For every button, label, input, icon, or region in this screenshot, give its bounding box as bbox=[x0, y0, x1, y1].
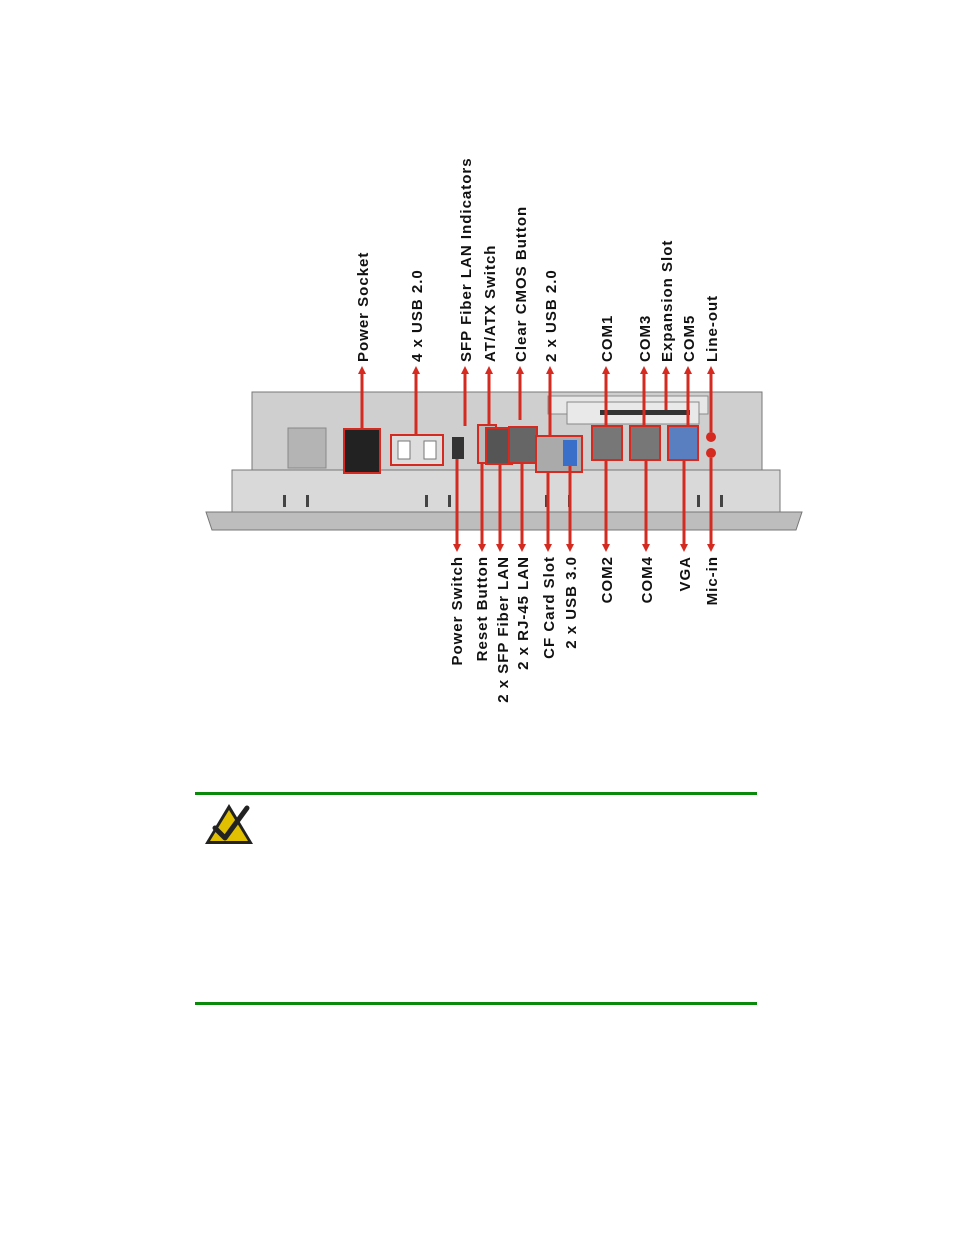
label-2x-usb-2: 2 x USB 2.0 bbox=[543, 269, 560, 362]
label-2x-rj45-lan: 2 x RJ-45 LAN bbox=[515, 556, 532, 670]
device-illustration bbox=[205, 391, 803, 531]
label-power-switch: Power Switch bbox=[449, 556, 466, 666]
label-2x-sfp-fiber-lan: 2 x SFP Fiber LAN bbox=[495, 556, 512, 703]
label-com2: COM2 bbox=[599, 556, 616, 603]
label-line-out: Line-out bbox=[704, 295, 721, 362]
note-top-rule bbox=[195, 792, 757, 795]
note-bottom-rule bbox=[195, 1002, 757, 1005]
label-clear-cmos-button: Clear CMOS Button bbox=[513, 206, 530, 362]
label-vga: VGA bbox=[677, 556, 694, 592]
label-at-atx-switch: AT/ATX Switch bbox=[482, 245, 499, 362]
rear-panel-figure: Power Socket 4 x USB 2.0 SFP Fiber LAN I… bbox=[205, 157, 803, 703]
note-box bbox=[195, 792, 757, 1006]
label-mic-in: Mic-in bbox=[704, 556, 721, 605]
label-expansion-slot: Expansion Slot bbox=[659, 240, 676, 362]
label-2x-usb-3: 2 x USB 3.0 bbox=[563, 556, 580, 649]
label-com4: COM4 bbox=[639, 556, 656, 603]
label-com1: COM1 bbox=[599, 315, 616, 362]
label-sfp-fiber-lan-indicators: SFP Fiber LAN Indicators bbox=[458, 157, 475, 362]
label-reset-button: Reset Button bbox=[474, 556, 491, 661]
label-com3: COM3 bbox=[637, 315, 654, 362]
check-icon bbox=[205, 804, 253, 844]
label-power-socket: Power Socket bbox=[355, 252, 372, 362]
label-4x-usb-2: 4 x USB 2.0 bbox=[409, 269, 426, 362]
label-cf-card-slot: CF Card Slot bbox=[541, 556, 558, 659]
label-com5: COM5 bbox=[681, 315, 698, 362]
